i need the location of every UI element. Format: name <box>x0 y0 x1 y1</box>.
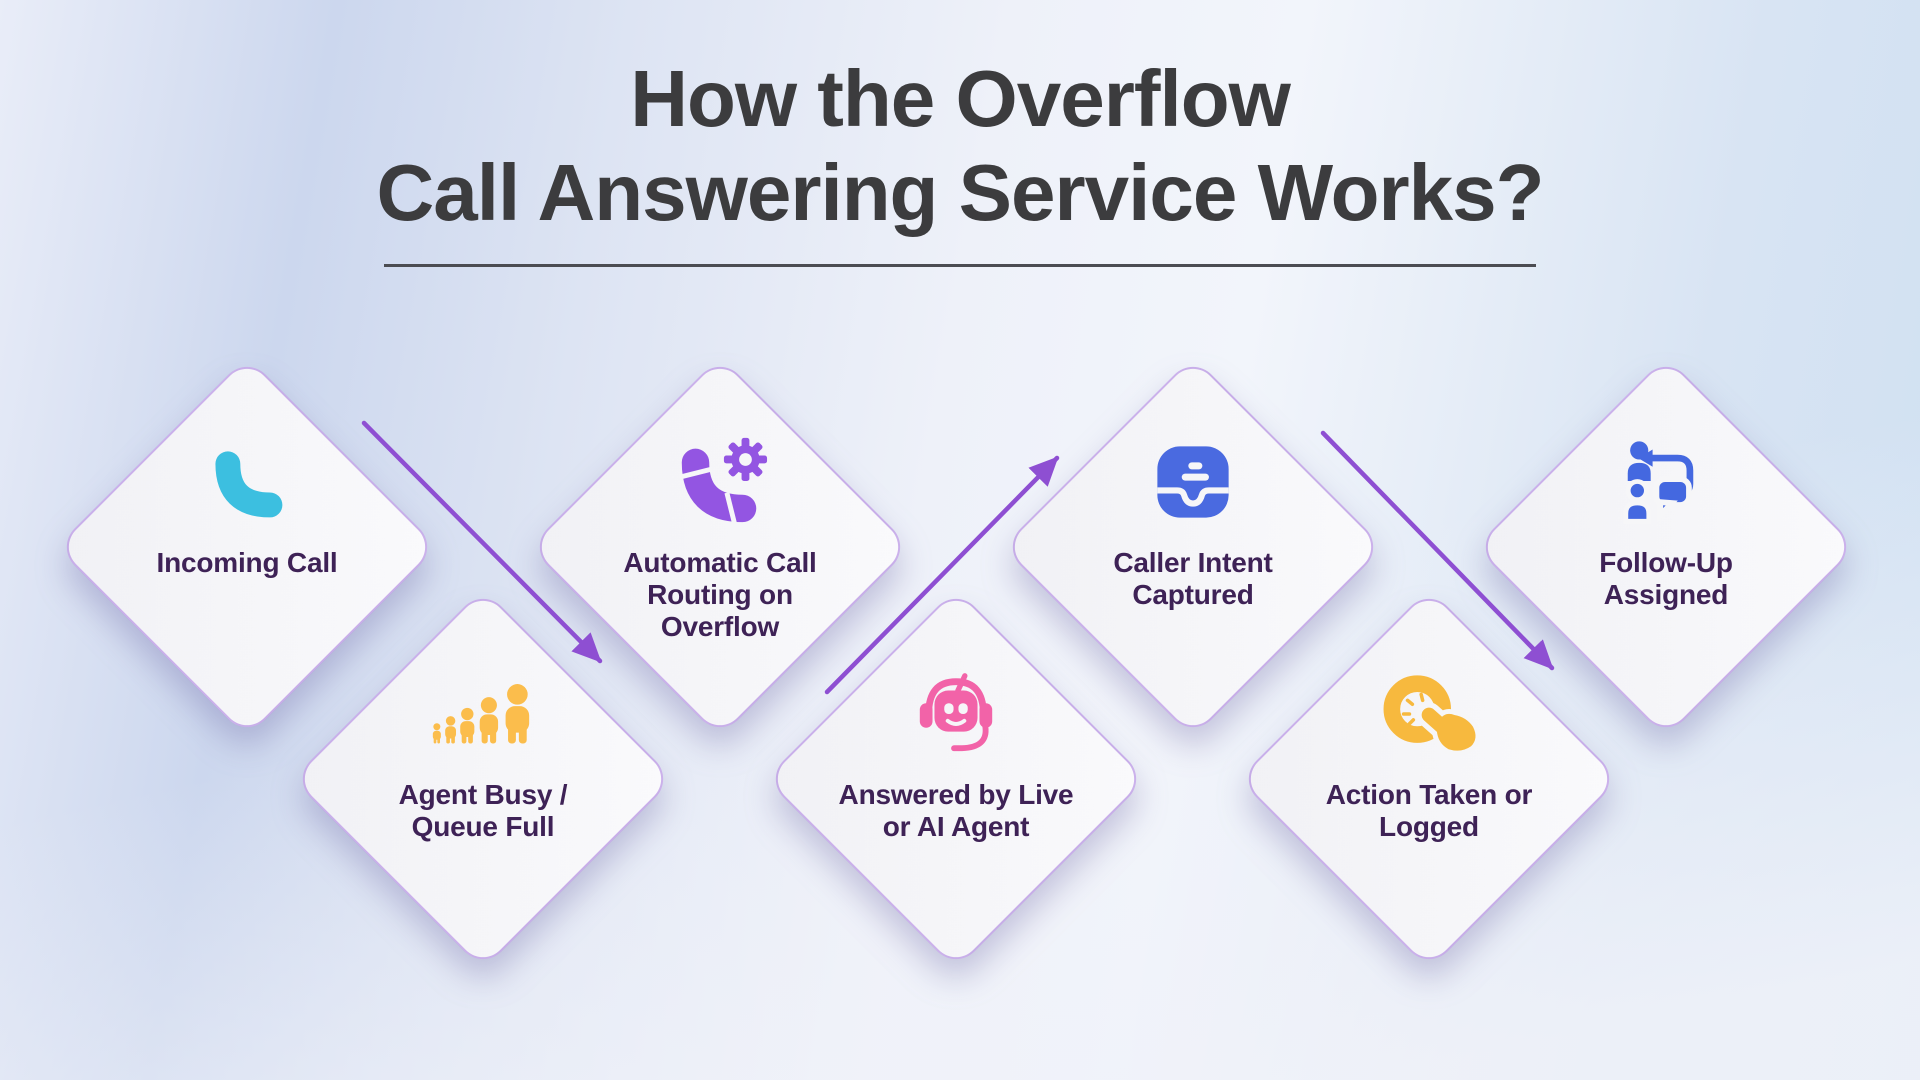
step-card-incoming-call: Incoming Call <box>56 356 438 738</box>
title-underline <box>384 264 1536 267</box>
caller-intent-inbox-icon <box>1148 437 1238 527</box>
step-card-call-routing: Automatic Call Routing on Overflow <box>529 356 911 738</box>
step-label: Automatic Call Routing on Overflow <box>623 547 817 642</box>
step-card-action-logged: Action Taken or Logged <box>1238 588 1620 970</box>
call-routing-gear-icon <box>669 433 771 531</box>
step-label: Answered by Live or AI Agent <box>838 779 1074 842</box>
action-logged-icon <box>1378 670 1481 758</box>
step-label: Incoming Call <box>156 547 338 578</box>
step-card-follow-up: Follow-Up Assigned <box>1475 356 1857 738</box>
follow-up-people-icon <box>1618 438 1714 526</box>
page-title: How the Overflow Call Answering Service … <box>0 52 1920 267</box>
page-title-line2: Call Answering Service Works? <box>376 148 1545 237</box>
step-label: Follow-Up Assigned <box>1599 547 1733 610</box>
step-label: Caller Intent Captured <box>1113 547 1273 610</box>
step-label: Action Taken or Logged <box>1325 779 1533 842</box>
incoming-call-phone-icon <box>203 438 291 526</box>
page-title-line1: How the Overflow <box>630 54 1291 143</box>
ai-agent-robot-icon <box>905 669 1007 759</box>
agent-busy-queue-icon <box>428 679 538 750</box>
step-card-agent-busy: Agent Busy / Queue Full <box>292 588 674 970</box>
step-card-caller-intent: Caller Intent Captured <box>1002 356 1384 738</box>
step-label: Agent Busy / Queue Full <box>398 779 568 842</box>
